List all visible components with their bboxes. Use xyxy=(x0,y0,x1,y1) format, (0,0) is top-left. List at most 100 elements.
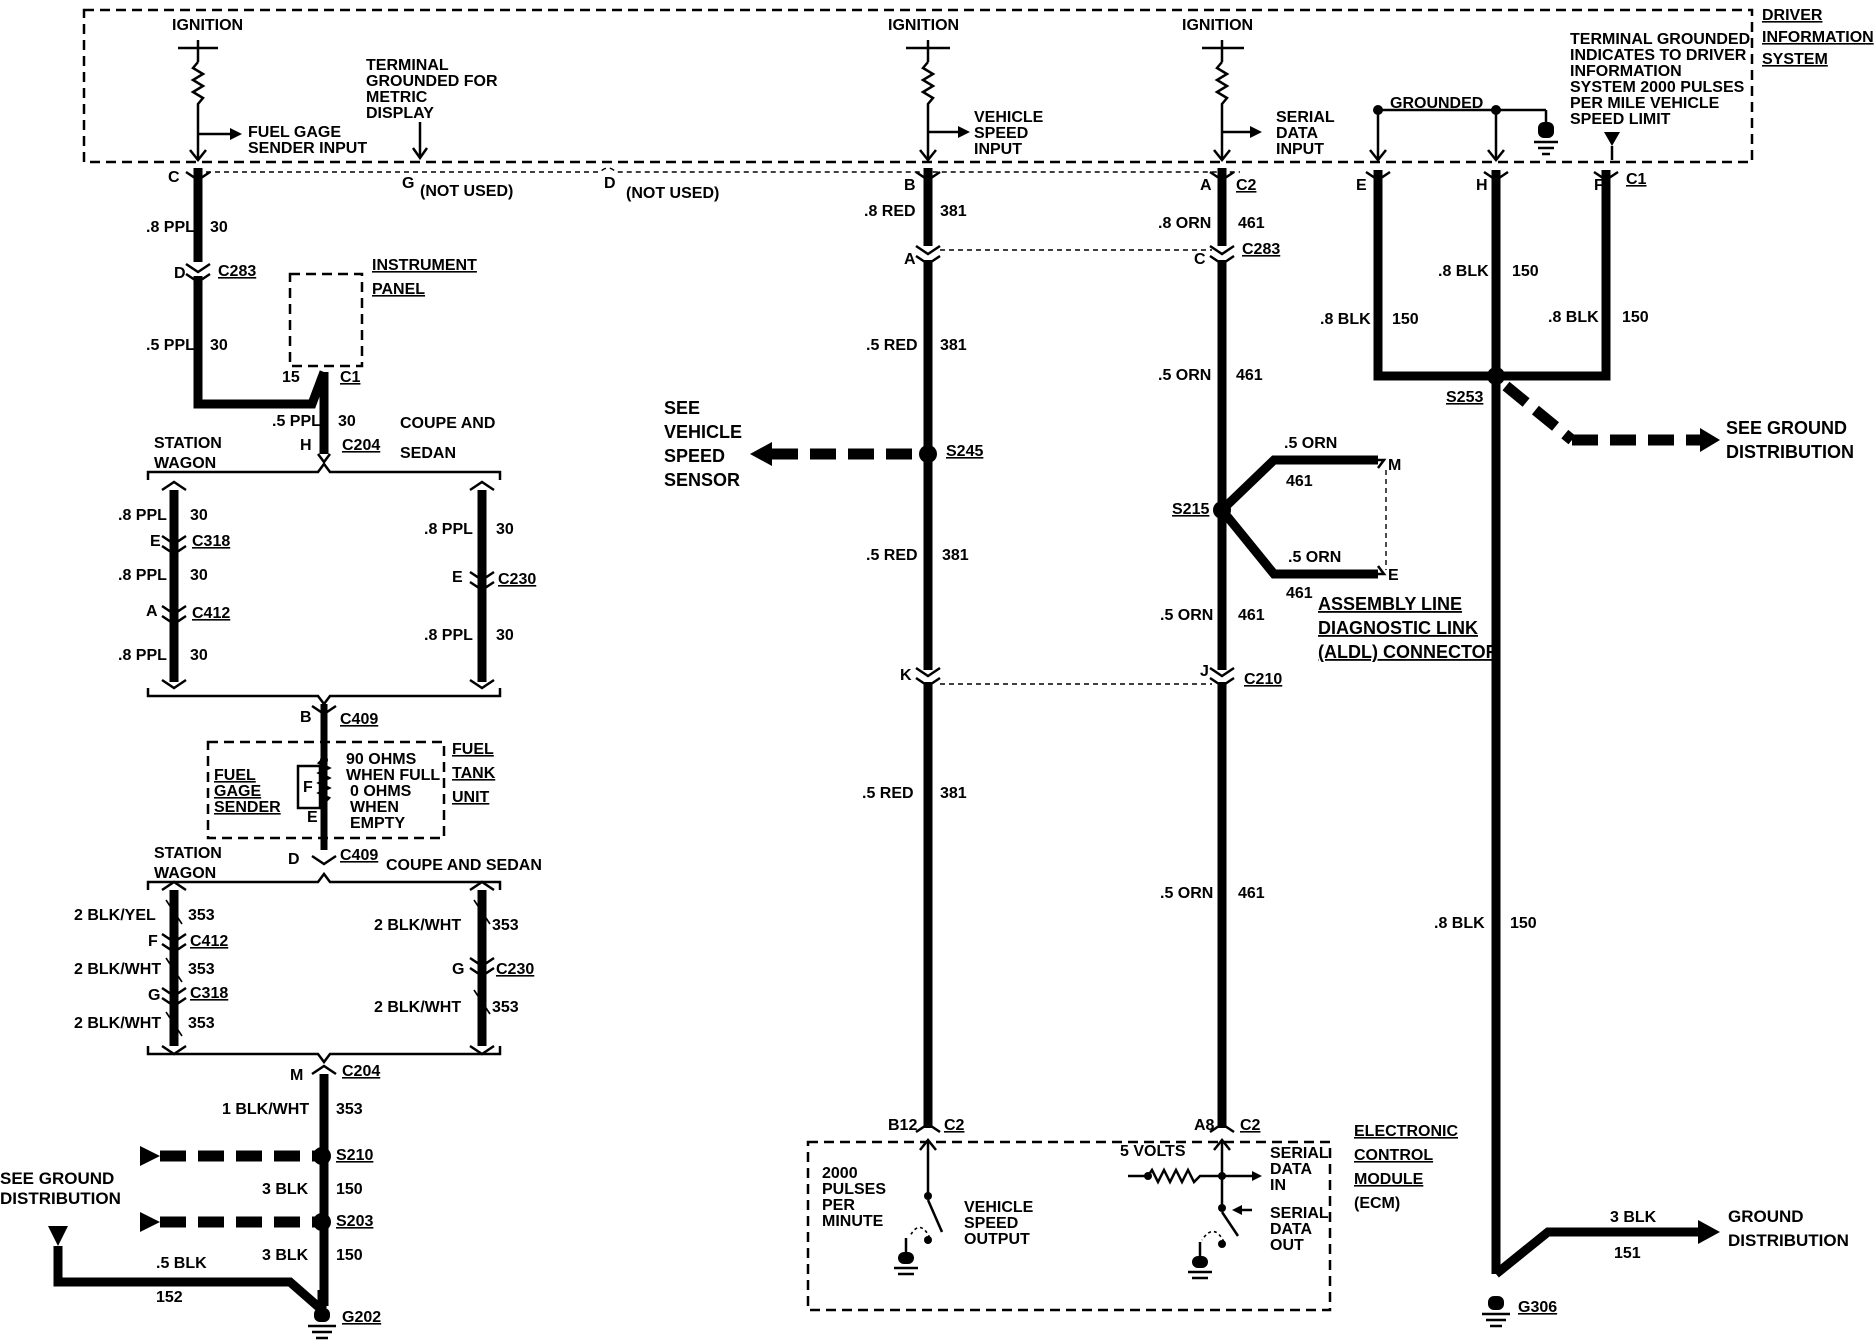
sdout-l3: OUT xyxy=(1270,1237,1304,1254)
ser-w4: .5 ORN xyxy=(1160,885,1213,902)
fuel-tank-unit-box xyxy=(206,740,446,840)
s203-label: S203 xyxy=(336,1213,373,1230)
s210-label: S210 xyxy=(336,1147,373,1164)
wire-8ppl-1: .8 PPL xyxy=(146,219,195,236)
see-ground-l1: SEE GROUND xyxy=(0,1169,114,1188)
ecm-box xyxy=(806,1140,1332,1312)
see-vss-l3: SPEED xyxy=(664,446,725,466)
metric-l3: METRIC xyxy=(366,89,428,106)
cs-wire-1: .8 PPL xyxy=(424,521,473,538)
vss-c2: 381 xyxy=(940,337,967,354)
b3blk-1: 3 BLK xyxy=(262,1181,309,1198)
cs-wire-2: .8 PPL xyxy=(424,627,473,644)
station-wagon2-l1: STATION xyxy=(154,845,222,862)
csg-2: 2 BLK/WHT xyxy=(374,999,461,1016)
splice-s245 xyxy=(919,445,937,463)
ser-pin-c: C xyxy=(1194,251,1206,268)
gc-1: 353 xyxy=(188,907,215,924)
speed-limit-l4: SYSTEM 2000 PULSES xyxy=(1570,79,1745,96)
ground-g306-icon xyxy=(1482,1296,1510,1328)
csgc-2: 353 xyxy=(492,999,519,1016)
ser-w2: .5 ORN xyxy=(1158,367,1211,384)
c409-lower-mark xyxy=(311,854,337,866)
pin-g-top: G xyxy=(402,175,414,192)
see-vss-l1: SEE xyxy=(664,398,700,418)
s253-label: S253 xyxy=(1446,389,1483,406)
gpin-f: F xyxy=(148,933,158,950)
vso-l2: SPEED xyxy=(964,1215,1018,1232)
sdin-l2: DATA xyxy=(1270,1161,1313,1178)
pulses-l4: MINUTE xyxy=(822,1213,884,1230)
ser-c3: 461 xyxy=(1238,607,1265,624)
sender-l1: FUEL xyxy=(214,767,256,784)
pin-d-c283: D xyxy=(174,265,186,282)
sw-circ-1: 30 xyxy=(190,507,208,524)
gw-1: 2 BLK/YEL xyxy=(74,907,156,924)
system-title-line2: INFORMATION xyxy=(1762,29,1874,46)
five-volts: 5 VOLTS xyxy=(1120,1143,1186,1160)
vss-input-l2: SPEED xyxy=(974,125,1028,142)
sender-l2: GAGE xyxy=(214,783,261,800)
pin-m-c204: M xyxy=(290,1067,303,1084)
gnd-c1: 150 xyxy=(1512,263,1539,280)
vss-input-l3: INPUT xyxy=(974,141,1022,158)
ignition-label-3: IGNITION xyxy=(1182,17,1253,34)
system-title-line3: SYSTEM xyxy=(1762,51,1828,68)
left-ground-wire xyxy=(48,1226,327,1314)
pin-f-top: F xyxy=(1594,177,1604,194)
system-title-line1: DRIVER xyxy=(1762,7,1823,24)
ignition-label-2: IGNITION xyxy=(888,17,959,34)
sw-wire-2: .8 PPL xyxy=(118,567,167,584)
sw-wire-1: .8 PPL xyxy=(118,507,167,524)
gnd-w3: .8 BLK xyxy=(1548,309,1599,326)
vso-l3: OUTPUT xyxy=(964,1231,1030,1248)
split-bracket-2 xyxy=(146,688,502,707)
tank-l1: FUEL xyxy=(452,741,494,758)
c152: 152 xyxy=(156,1289,183,1306)
see-vss-l4: SENSOR xyxy=(664,470,740,490)
aldl-pin-e: E xyxy=(1388,567,1399,584)
gnd-w2: .8 BLK xyxy=(1320,311,1371,328)
gnd-c151: 151 xyxy=(1614,1245,1641,1262)
cs-pin-g: G xyxy=(452,961,464,978)
c230-lower: C230 xyxy=(496,961,534,978)
aldl-l1: ASSEMBLY LINE xyxy=(1318,594,1462,614)
s245-label: S245 xyxy=(946,443,983,460)
coupe-sedan-l2: SEDAN xyxy=(400,445,456,462)
speed-limit-l3: INFORMATION xyxy=(1570,63,1682,80)
ser-pin-j: J xyxy=(1200,663,1209,680)
splice-s210 xyxy=(313,1147,331,1165)
splice-s253 xyxy=(1487,367,1505,385)
ground-circuit-wires xyxy=(1365,170,1720,1278)
s215-label: S215 xyxy=(1172,501,1209,518)
sw-circ-2: 30 xyxy=(190,567,208,584)
ser-w1: .8 ORN xyxy=(1158,215,1211,232)
vss-wire xyxy=(915,168,941,1134)
metric-l4: DISPLAY xyxy=(366,105,434,122)
vss-pin-a: A xyxy=(904,251,916,268)
vss-pin-k: K xyxy=(900,667,912,684)
ecm-title-l1: ELECTRONIC xyxy=(1354,1123,1458,1140)
ohms-l5: EMPTY xyxy=(350,815,405,832)
gd-l1: GROUND xyxy=(1728,1207,1804,1226)
c204-upper: C204 xyxy=(342,437,380,454)
see-vss-arrow xyxy=(750,442,937,466)
ohms-l1: 90 OHMS xyxy=(346,751,417,768)
connector-c1-link xyxy=(206,167,1240,173)
splice-s215 xyxy=(1213,501,1231,519)
wire-5ppl-1: .5 PPL xyxy=(146,337,195,354)
pin-b-c409: B xyxy=(300,709,312,726)
ecm-vso-switch xyxy=(894,1137,944,1276)
ignition-feed-serial: IGNITION SERIAL DATA INPUT xyxy=(1182,17,1335,163)
circuit-30-1: 30 xyxy=(210,219,228,236)
ecm-title-l2: CONTROL xyxy=(1354,1147,1433,1164)
g306-label: G306 xyxy=(1518,1299,1557,1316)
gw-2: 2 BLK/WHT xyxy=(74,961,161,978)
vss-w4: .5 RED xyxy=(862,785,914,802)
c409-lower: C409 xyxy=(340,847,378,864)
c409-upper: C409 xyxy=(340,711,378,728)
gc-3: 353 xyxy=(188,1015,215,1032)
pin-h-c204: H xyxy=(300,437,312,454)
c2-ecm-right: C2 xyxy=(1240,1117,1261,1134)
